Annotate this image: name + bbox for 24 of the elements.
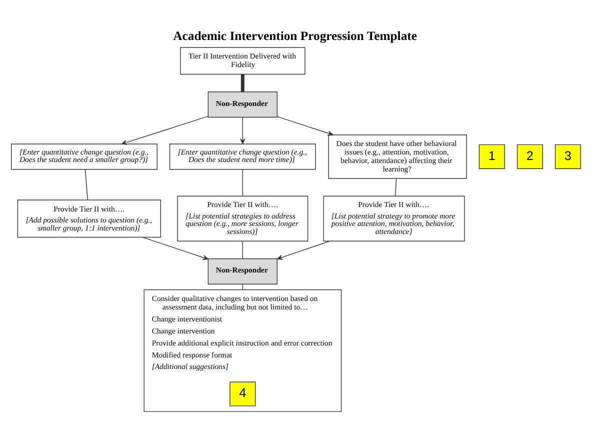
diagram-title: Academic Intervention Progression Template xyxy=(173,28,417,43)
node-box: Tier II Intervention Delivered with Fidelity xyxy=(180,46,306,74)
node-box: Provide Tier II with…. [Add possible solutions to question (e.g., smaller group, 1:1 intervention)] xyxy=(17,199,161,238)
node-box: 1 xyxy=(478,144,505,168)
connector xyxy=(394,178,397,196)
node-box: Non-Responder xyxy=(208,91,278,118)
node-box: 3 xyxy=(554,144,581,168)
node-box: Provide Tier II with…. [List potential strategy to promote more positive attention, motivation, behavior, attendance] xyxy=(323,195,465,242)
arrow xyxy=(142,236,208,260)
node-box: Provide Tier II with…. [List potential strategies to address question (e.g., more sessions, longer sessions)] xyxy=(177,195,308,242)
connector xyxy=(240,74,244,92)
node-box: [Enter quantitative change question (e.g., Does the student need more time)] xyxy=(169,143,316,170)
arrow xyxy=(276,116,334,136)
node-box: 4 xyxy=(230,381,256,406)
arrow xyxy=(277,240,330,260)
node-box: 2 xyxy=(516,144,543,168)
node-box: Non-Responder xyxy=(208,258,278,284)
connector xyxy=(242,168,244,196)
arrow xyxy=(121,115,208,144)
connector xyxy=(84,168,88,200)
connector xyxy=(242,240,244,258)
node-box: Does the student have other behavioral issues (e.g., attention, motivation, behavior, attendance) affecting their learning? xyxy=(328,134,467,178)
node-box: [Enter quantitative change question (e.g., Does the student need a smaller group?)] xyxy=(11,143,158,170)
arrow xyxy=(240,116,246,144)
